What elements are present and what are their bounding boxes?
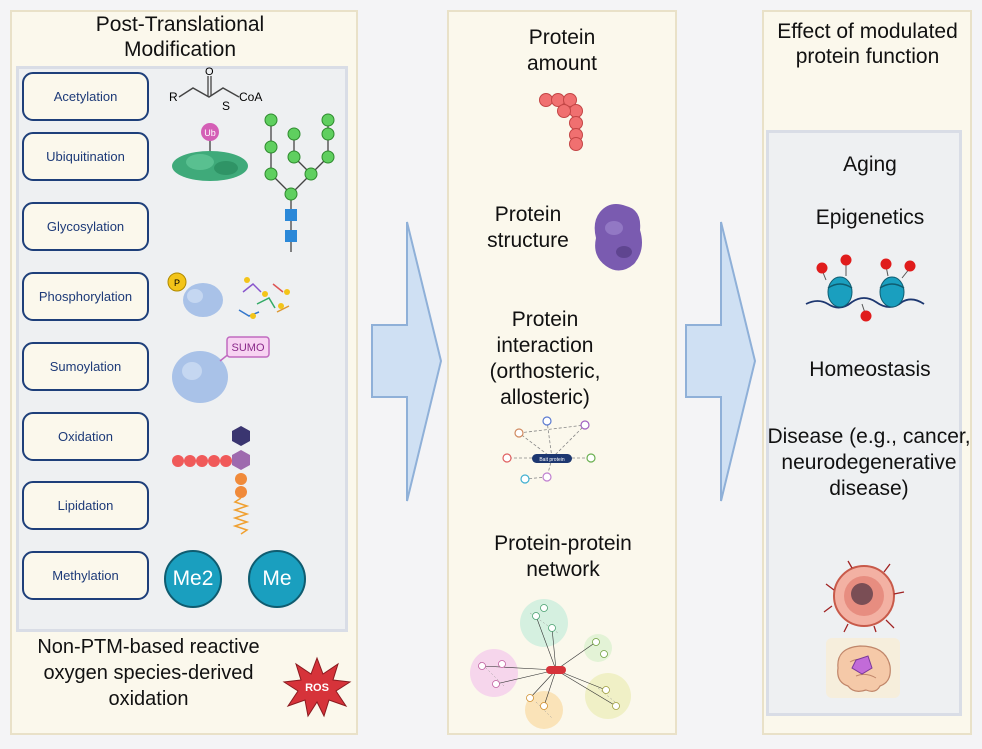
protein-structure-text: Protein structure <box>487 203 569 252</box>
ptm-phosphorylation[interactable]: Phosphorylation <box>22 272 149 321</box>
protein-structure-icon <box>594 204 642 271</box>
bait-protein-label: Bait protein <box>539 457 565 463</box>
acetyl-o-label: O <box>205 66 214 78</box>
non-ptm-oxidation-text: Non-PTM-based reactive oxygen species-de… <box>37 636 260 710</box>
svg-text:P: P <box>174 278 180 288</box>
ptm-glycosylation[interactable]: Glycosylation <box>22 202 149 251</box>
ptm-lipidation[interactable]: Lipidation <box>22 481 149 530</box>
acetyl-r-label: R <box>169 90 178 104</box>
me-circle-icon: Me <box>248 550 306 608</box>
ros-label: ROS <box>305 682 329 694</box>
ptm-panel-title: Post-Translational Modification <box>95 13 265 61</box>
ptm-sumoylation[interactable]: Sumoylation <box>22 342 149 391</box>
glycan-tree-icon <box>264 113 335 252</box>
acetyl-coa-label: CoA <box>239 90 262 104</box>
bait-protein-interaction-icon: Bait protein <box>502 416 596 484</box>
amino-acid-chain-icon <box>539 93 583 151</box>
sumo-label: SUMO <box>232 342 265 354</box>
ubiquitinated-protein-icon: Ub <box>172 123 248 181</box>
ptm-ubiquitination[interactable]: Ubiquitination <box>22 132 149 181</box>
protein-protein-network-text: Protein-protein network <box>494 532 632 581</box>
ptm-acetylation[interactable]: Acetylation <box>22 72 149 121</box>
cancer-cell-icon <box>823 560 905 633</box>
ub-label: Ub <box>204 128 216 138</box>
protein-interaction-text: Protein interaction (orthosteric, allost… <box>489 308 601 409</box>
protein-network-icon <box>470 599 631 729</box>
me2-circle-icon: Me2 <box>164 550 222 608</box>
protein-function-panel <box>447 10 677 735</box>
effect-disease: Disease (e.g., cancer, neurodegenerative… <box>767 425 971 500</box>
arrow-right-icon <box>685 221 757 502</box>
nucleosome-methylation-icon <box>805 254 925 322</box>
acetyl-s-label: S <box>222 99 230 113</box>
effect-homeostasis: Homeostasis <box>809 358 931 381</box>
ptm-oxidation[interactable]: Oxidation <box>22 412 149 461</box>
sumoylated-protein-icon: SUMO <box>172 336 270 403</box>
arrow-right-icon <box>371 221 443 502</box>
neurodegeneration-brain-icon <box>826 638 900 698</box>
effect-aging: Aging <box>843 153 897 176</box>
phosphorylated-protein-icon: P <box>167 272 290 319</box>
oxidation-lipid-chain-icon <box>172 426 250 535</box>
acetyl-coa-structure-icon: R O S CoA <box>169 66 262 113</box>
effect-epigenetics: Epigenetics <box>815 206 925 229</box>
protein-amount-text: Protein amount <box>526 26 598 75</box>
ptm-methylation[interactable]: Methylation <box>22 551 149 600</box>
effects-panel-title: Effect of modulated protein function <box>777 20 958 68</box>
ros-burst-icon: ROS <box>282 656 352 718</box>
